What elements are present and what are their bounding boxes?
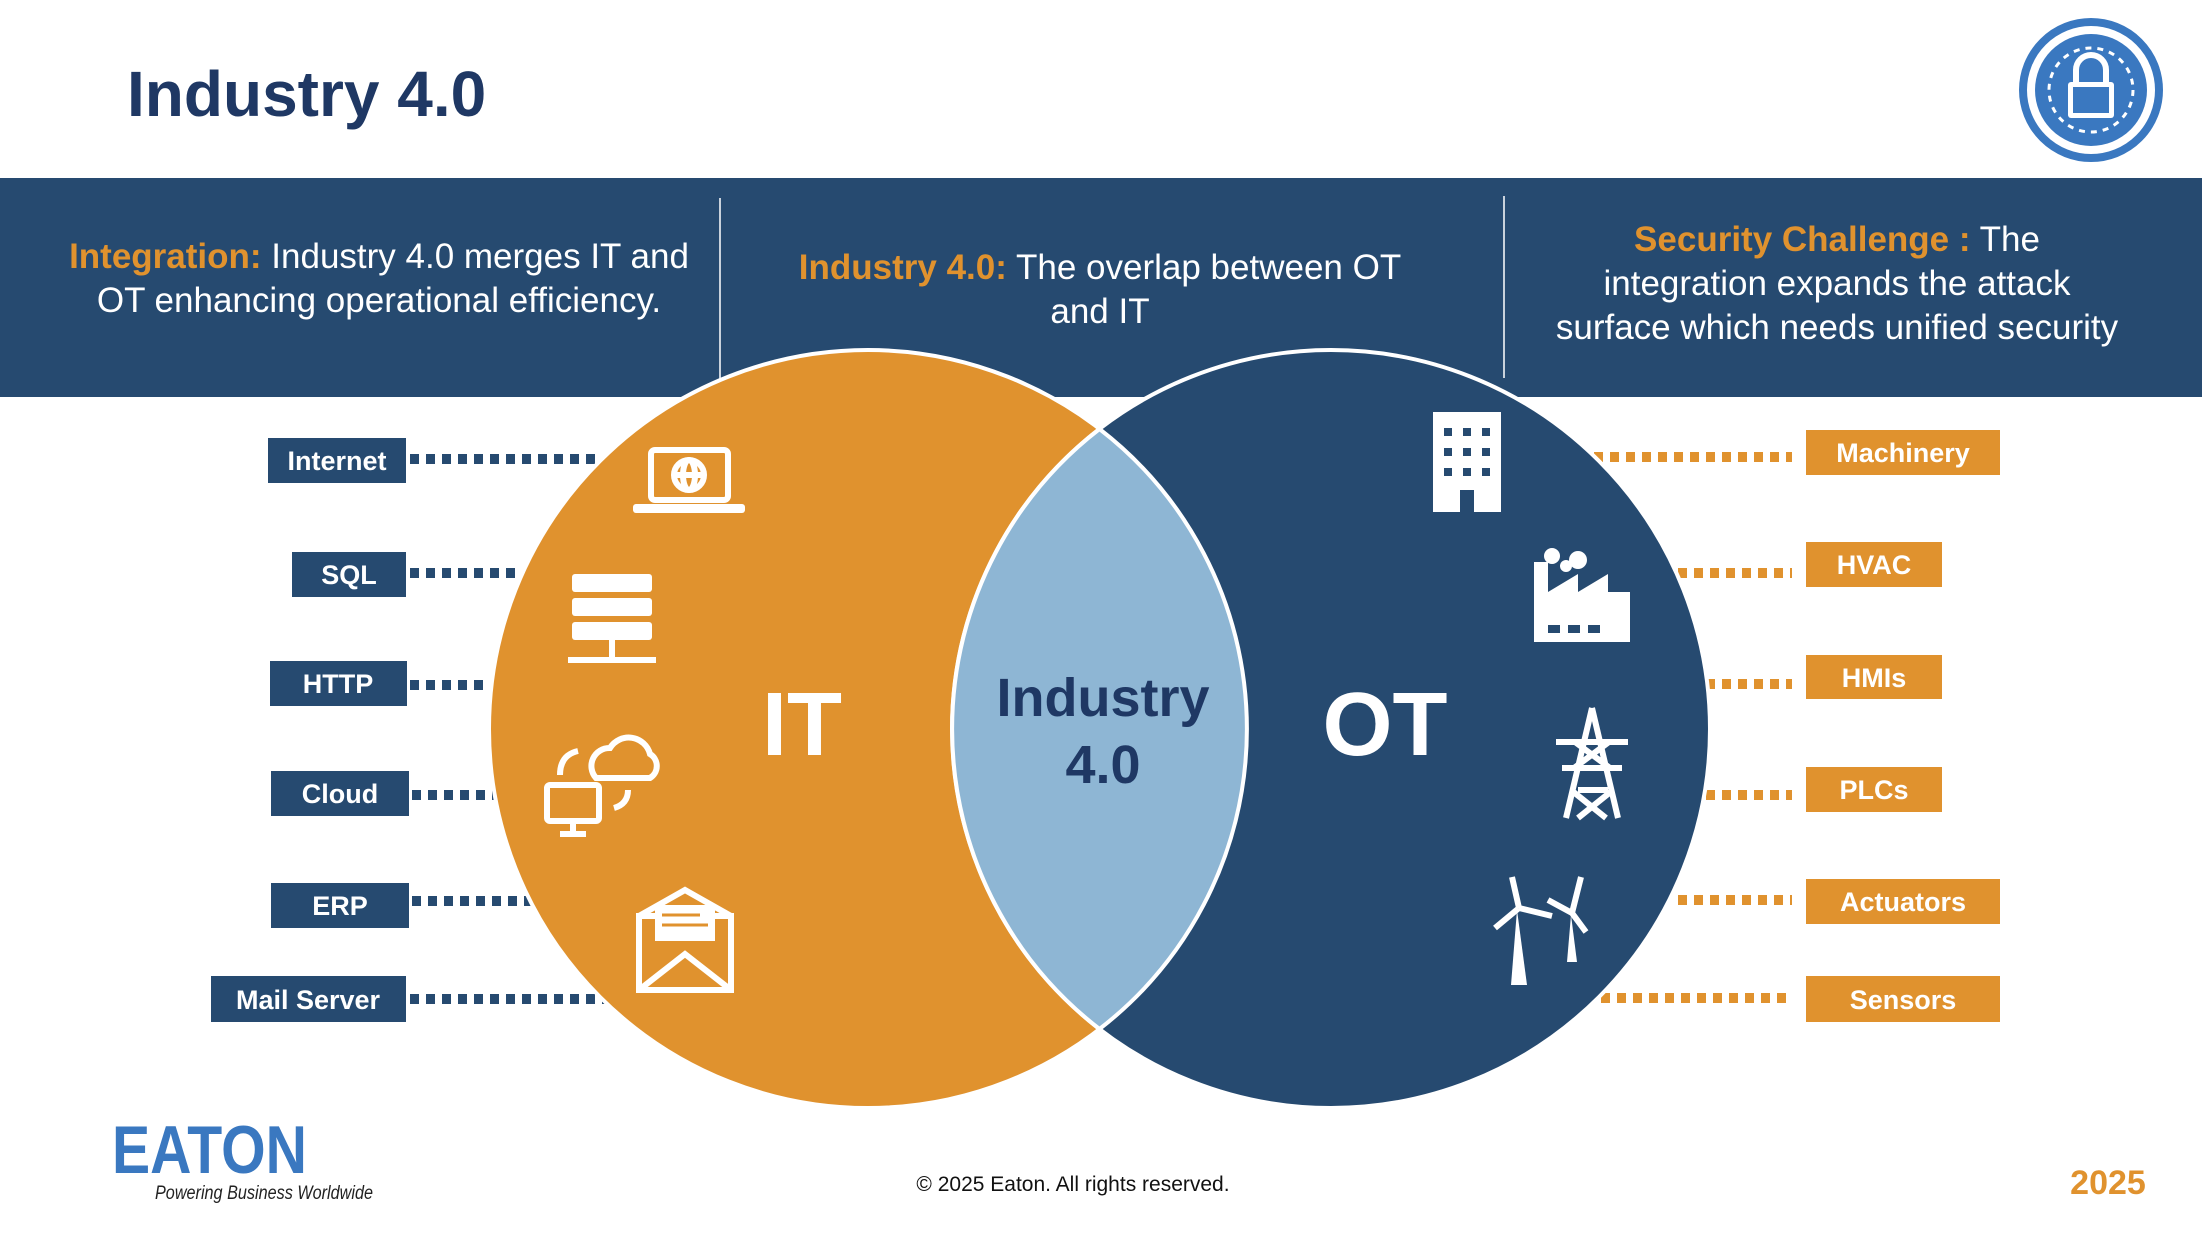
power-tower-icon [1556,707,1628,821]
security-text: Security Challenge : The [1634,220,2040,259]
security-text-2: integration expands the attack [1604,264,2071,303]
building-icon [1433,412,1501,512]
svg-text:Machinery: Machinery [1836,438,1970,468]
eaton-logo: EATON [112,1112,307,1188]
svg-text:SQL: SQL [321,560,377,590]
svg-text:Internet: Internet [287,446,386,476]
svg-text:Sensors: Sensors [1850,985,1957,1015]
tagline: Powering Business Worldwide [155,1183,373,1204]
security-text-3: surface which needs unified security [1556,308,2119,347]
svg-text:Mail Server: Mail Server [236,985,381,1015]
header-band [0,178,2202,397]
year-label: 2025 [2070,1164,2146,1202]
overlap-lens [950,426,1249,1032]
copyright: © 2025 Eaton. All rights reserved. [916,1173,1229,1196]
svg-text:Cloud: Cloud [302,779,378,809]
it-item-mail-server: Mail Server [211,976,406,1022]
mail-icon [636,886,734,993]
svg-text:HMIs: HMIs [1842,663,1907,693]
security-lock-icon [2019,18,2163,162]
wind-turbine-icon [1493,876,1589,985]
svg-text:HTTP: HTTP [303,669,374,699]
page-title: Industry 4.0 [127,58,486,130]
svg-text:ERP: ERP [312,891,368,921]
ot-item-hmis: HMIs [1806,655,1942,699]
center-label-2: 4.0 [1065,735,1140,795]
laptop-globe-icon [633,447,745,513]
it-label: IT [762,675,842,775]
it-item-internet: Internet [268,438,406,483]
it-item-sql: SQL [292,552,406,597]
overlap-text-2: and IT [1050,292,1149,331]
server-icon [568,574,656,663]
ot-item-hvac: HVAC [1806,542,1942,587]
svg-text:HVAC: HVAC [1837,550,1912,580]
it-item-erp: ERP [271,883,409,928]
svg-text:Actuators: Actuators [1840,887,1966,917]
ot-item-sensors: Sensors [1806,976,2000,1022]
it-item-http: HTTP [270,661,407,706]
ot-item-actuators: Actuators [1806,879,2000,924]
it-connectors [410,454,606,1004]
svg-text:PLCs: PLCs [1839,775,1908,805]
center-label-1: Industry [996,668,1209,728]
it-item-cloud: Cloud [271,771,409,816]
integration-text: Integration: Industry 4.0 merges IT and [69,237,689,276]
cloud-sync-icon [544,734,660,837]
ot-label: OT [1323,675,1448,775]
ot-item-plcs: PLCs [1806,767,1942,812]
ot-connectors [1594,452,1792,1003]
ot-item-machinery: Machinery [1806,430,2000,475]
integration-text-2: OT enhancing operational efficiency. [97,281,661,320]
overlap-text: Industry 4.0: The overlap between OT [799,248,1401,287]
factory-icon [1534,548,1630,642]
